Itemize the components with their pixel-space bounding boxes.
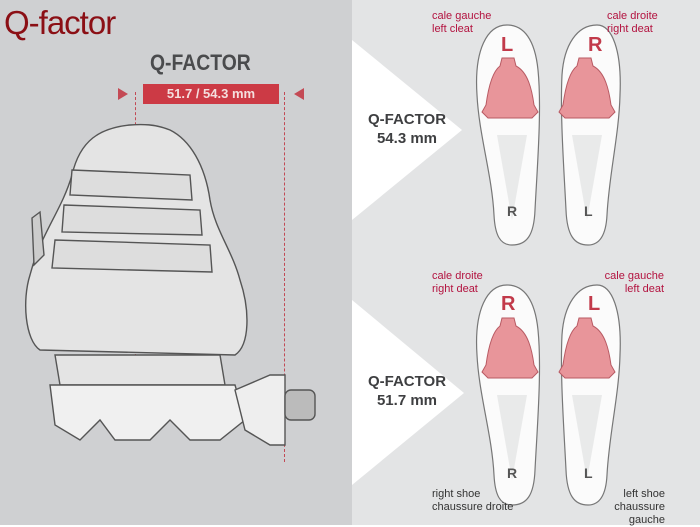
cleat-letter: L [501,34,514,56]
left-panel: Q-factor Q-FACTOR 51.7 / 54.3 mm [0,0,352,525]
arrow-right-icon [118,88,128,100]
label-en: right shoe [432,488,481,500]
label-fr: chaussure gauche [614,501,665,526]
label-en: right deat [432,283,478,295]
bottom-right-cleat-label: cale gauche left deat [600,270,664,296]
cleat-letter: L [588,293,601,315]
label-fr: chaussure droite [432,501,514,513]
label-fr: cale droite [607,10,658,22]
qfactor-value: 54.3 mm [376,130,438,147]
heel-letter: R [507,465,518,481]
pointer-triangle-top [352,40,462,220]
top-right-cleat-label: cale droite right deat [607,10,658,36]
pedal-end-line [284,92,285,462]
arrow-left-icon [294,88,304,100]
label-fr: cale droite [432,270,483,282]
qfactor-label: Q-FACTOR [367,111,447,128]
qfactor-bottom: Q-FACTOR 51.7 mm [352,372,462,410]
qfactor-value: 51.7 mm [376,392,438,409]
label-fr: cale gauche [604,270,664,282]
label-fr: cale gauche [432,10,492,22]
label-en: left deat [624,283,664,295]
cleat-letter: R [501,293,516,315]
heel-letter: R [507,203,518,219]
qfactor-label: Q-FACTOR [367,373,447,390]
label-en: left shoe [623,488,665,500]
right-shoe-label: right shoe chaussure droite [432,488,513,514]
heel-letter: L [584,203,593,219]
label-en: left cleat [432,23,473,35]
top-left-cleat-label: cale gauche left cleat [432,10,491,36]
page-title: Q-factor [4,4,116,41]
bottom-left-cleat-label: cale droite right deat [432,270,483,296]
left-shoe-label: left shoe chaussure gauche [577,488,665,527]
heel-letter: L [584,465,593,481]
insoles-illustration [475,24,621,506]
pointer-triangle-bottom [352,300,464,485]
qfactor-top: Q-FACTOR 54.3 mm [352,110,462,148]
cleat-letter: R [588,34,603,56]
right-panel: Q-FACTOR 54.3 mm Q-FACTOR 51.7 mm cale g… [352,0,700,527]
measurement-badge: 51.7 / 54.3 mm [143,84,279,104]
shoe-pedal-illustration [25,123,316,446]
qfactor-heading: Q-FACTOR [150,50,251,75]
label-en: right deat [607,23,653,35]
